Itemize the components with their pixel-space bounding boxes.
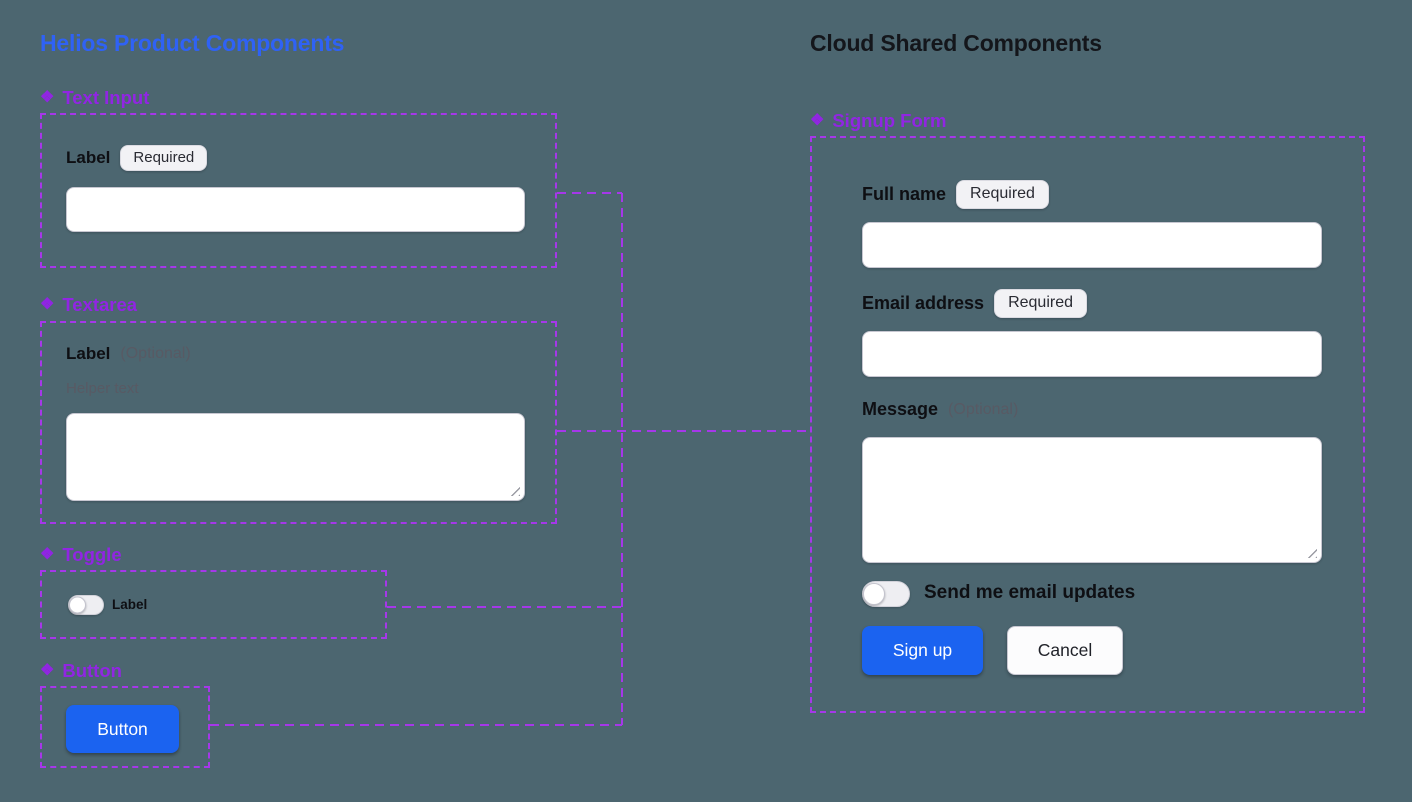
component-label-signup-form: ❖ Signup Form <box>810 110 946 132</box>
toggle-switch[interactable] <box>68 595 104 615</box>
message-label: Message <box>862 399 939 419</box>
component-diamond-icon: ❖ <box>40 89 55 106</box>
demo-button[interactable]: Button <box>66 705 179 753</box>
email-updates-label: Send me email updates <box>924 582 1136 603</box>
text-input-component-frame: Label Required <box>40 113 557 268</box>
email-input[interactable] <box>862 331 1322 377</box>
textarea-field[interactable] <box>66 413 525 501</box>
component-name: Button <box>62 660 122 681</box>
signup-form-frame: Full name Required Email address Require… <box>810 136 1365 713</box>
text-input-field[interactable] <box>66 187 525 232</box>
required-badge: Required <box>956 180 1049 209</box>
toggle-label: Label <box>112 597 148 612</box>
right-panel-title: Cloud Shared Components <box>810 30 1102 56</box>
component-label-text-input: ❖ Text Input <box>40 87 149 109</box>
textarea-component-frame: Label (Optional) Helper text <box>40 321 557 524</box>
cancel-button[interactable]: Cancel <box>1007 626 1123 675</box>
required-badge: Required <box>120 145 208 171</box>
component-name: Textarea <box>62 294 138 315</box>
button-component-frame: Button <box>40 686 210 768</box>
component-label-textarea: ❖ Textarea <box>40 294 137 316</box>
full-name-input[interactable] <box>862 222 1322 268</box>
textarea-label: Label <box>66 344 111 363</box>
component-label-button: ❖ Button <box>40 660 122 682</box>
component-diamond-icon: ❖ <box>40 546 55 563</box>
component-diamond-icon: ❖ <box>40 296 55 313</box>
optional-hint: (Optional) <box>120 345 191 362</box>
text-input-label: Label <box>66 148 111 167</box>
toggle-knob <box>69 596 86 614</box>
component-name: Toggle <box>62 544 122 565</box>
full-name-label: Full name <box>862 184 947 204</box>
toggle-knob <box>863 583 885 605</box>
email-label: Email address <box>862 293 985 313</box>
helper-text: Helper text <box>66 380 139 397</box>
component-diamond-icon: ❖ <box>40 662 55 679</box>
email-updates-toggle[interactable] <box>862 581 910 607</box>
component-name: Signup Form <box>832 110 947 131</box>
required-badge: Required <box>994 289 1087 318</box>
sign-up-button[interactable]: Sign up <box>862 626 983 675</box>
message-textarea[interactable] <box>862 437 1322 563</box>
component-diamond-icon: ❖ <box>810 112 825 129</box>
left-panel-title: Helios Product Components <box>40 30 345 56</box>
component-name: Text Input <box>62 87 150 108</box>
optional-hint: (Optional) <box>948 400 1019 418</box>
component-label-toggle: ❖ Toggle <box>40 544 122 566</box>
toggle-component-frame: Label <box>40 570 387 639</box>
